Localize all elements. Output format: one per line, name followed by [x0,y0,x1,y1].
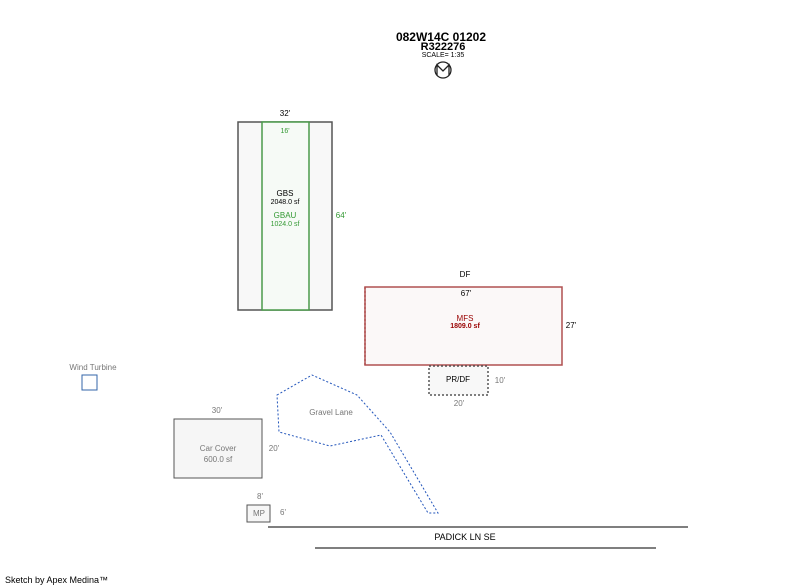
north-arrow-icon [434,61,452,79]
gbau-width: 16' [280,128,290,135]
scale-label: SCALE= 1:35 [421,52,465,59]
road-label: PADICK LN SE [434,532,496,542]
gbs-area: 2048.0 sf [270,199,300,206]
car-cover-outline[interactable] [173,418,263,479]
mp-outline[interactable] [246,504,271,523]
gbs-width: 32' [279,109,291,118]
mfs-outline[interactable] [364,286,563,366]
mfs-width: 67' [460,289,472,298]
wind-turbine-label: Wind Turbine [69,363,117,372]
mp-label: MP [253,509,265,518]
gbau-outline[interactable] [261,121,310,311]
gbs-label: GBS [276,189,294,198]
gravel-lane-label: Gravel Lane [309,408,353,417]
car-cover-area: 600.0 sf [203,455,233,464]
footer-credit: Sketch by Apex Medina™ [5,575,109,585]
car-cover-height: 20' [268,444,280,453]
prdf-height: 10' [494,376,506,385]
account-number: R322276 [420,41,466,53]
gbs-height: 64' [335,211,347,220]
mfs-label: MFS [456,314,474,323]
parcel-id: 082W14C 01202 [395,30,487,44]
df-label: DF [459,270,471,279]
car-cover-width: 30' [211,406,223,415]
mfs-height: 27' [565,321,577,330]
gravel-lane-outline[interactable] [276,374,439,514]
gbau-area: 1024.0 sf [270,221,300,228]
wind-turbine-box[interactable] [81,374,98,391]
mp-height: 6' [280,508,286,517]
prdf-outline[interactable] [428,365,489,396]
mfs-area: 1809.0 sf [450,323,480,330]
mp-width: 8' [257,492,263,501]
gbau-label: GBAU [273,211,297,220]
prdf-width: 20' [453,399,465,408]
prdf-label: PR/DF [446,375,470,384]
car-cover-label: Car Cover [199,444,237,453]
